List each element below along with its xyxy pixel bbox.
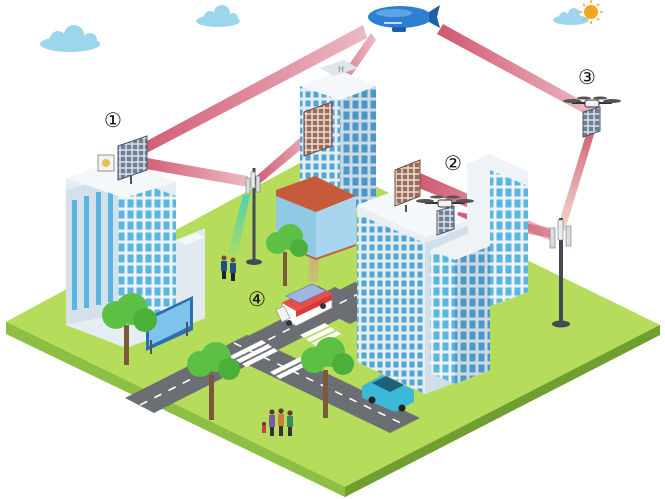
cloud-left (40, 25, 100, 52)
tree-icon (266, 224, 308, 286)
ris-panel-icon (303, 101, 333, 157)
drone-icon (416, 195, 474, 236)
ris-panel-icon (394, 159, 421, 212)
cell-tower-icon (549, 218, 572, 328)
svg-text:H: H (338, 65, 344, 74)
tree-icon (187, 342, 240, 420)
marker-3: ③ (578, 65, 596, 89)
pedestrians-icon (221, 255, 293, 436)
tree-icon (301, 337, 354, 418)
building-right (357, 154, 528, 394)
cloud-right (553, 8, 589, 25)
marker-2: ② (444, 151, 462, 175)
ambulance-icon (275, 283, 333, 327)
car-icon (362, 375, 414, 412)
marker-1: ① (104, 108, 122, 132)
marker-4: ④ (248, 287, 266, 311)
cloud-center (196, 5, 240, 27)
ris-panel-icon (97, 135, 148, 184)
airship-icon (368, 5, 440, 32)
cell-tower-icon (245, 168, 262, 265)
tree-icon (102, 293, 157, 365)
drone-icon (563, 96, 621, 138)
billboard (146, 296, 193, 354)
building-left (66, 160, 205, 348)
sun-icon (579, 0, 603, 24)
